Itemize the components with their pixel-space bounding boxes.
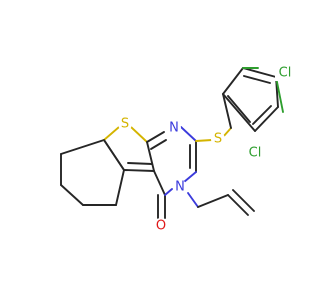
pyrimidinone-ring — [146, 126, 197, 196]
allyl-group — [187, 189, 255, 216]
atom-labels: S N S N O Cl Cl — [118, 65, 295, 234]
atom-cl-ortho: Cl — [249, 146, 262, 161]
atom-s-thiophene: S — [121, 117, 129, 132]
molecule-drawing: S N S N O Cl Cl — [60, 65, 295, 234]
atom-o-carbonyl: O — [156, 219, 166, 234]
structure-canvas: S N S N O Cl Cl — [60, 65, 295, 234]
carbonyl-group — [157, 188, 173, 219]
atom-cl-para: Cl — [279, 66, 292, 81]
atom-s-thioether: S — [214, 132, 222, 147]
dichlorophenyl-ring — [222, 67, 284, 132]
thiophene-ring — [103, 126, 155, 172]
benzylthio-group — [195, 93, 232, 142]
cyclohexane-ring — [60, 139, 125, 206]
atom-n1: N — [169, 121, 179, 136]
atom-n3: N — [175, 180, 185, 195]
